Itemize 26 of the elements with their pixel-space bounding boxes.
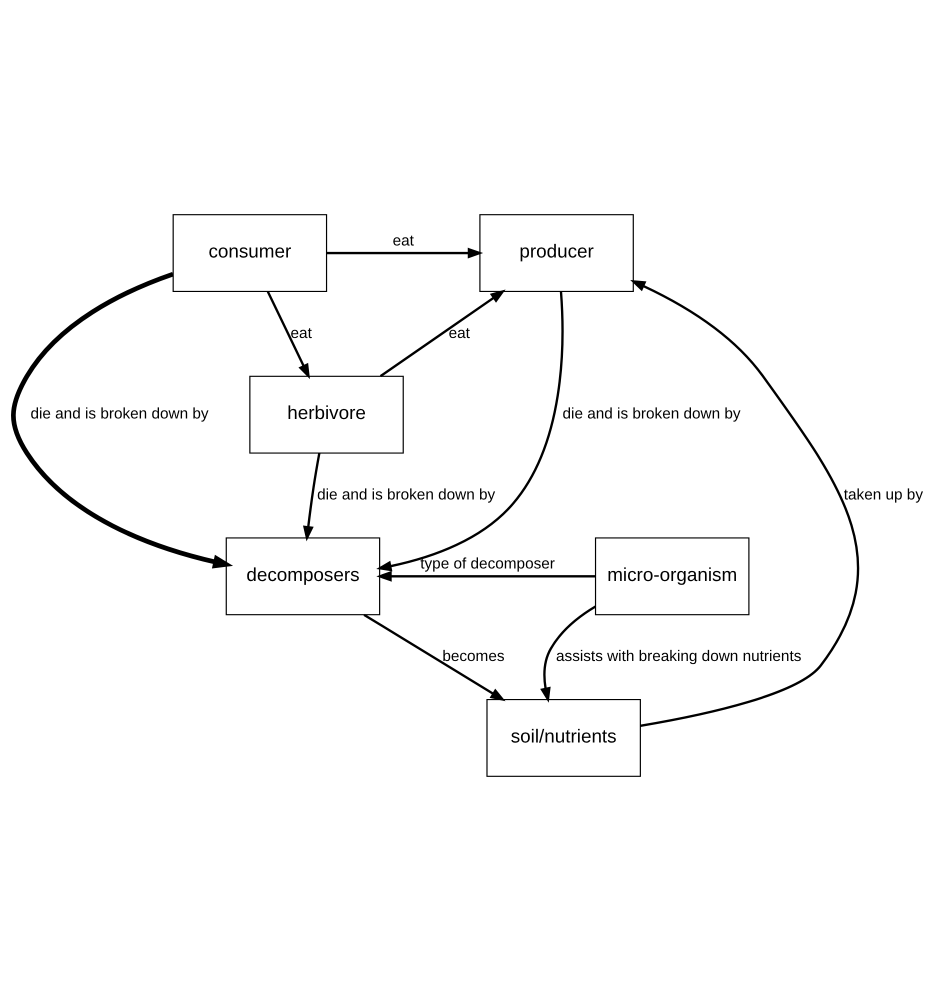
edge-label: eat — [290, 324, 312, 342]
edge-label: becomes — [442, 648, 505, 666]
edge-label: type of decomposer — [420, 556, 555, 573]
edge-label: die and is broken down by — [317, 486, 496, 504]
arrow — [326, 248, 484, 258]
edge-label: taken up by — [844, 486, 924, 504]
edge-label: die and is broken down by — [562, 406, 741, 423]
arrow — [266, 291, 310, 380]
node-box: producer — [479, 214, 634, 292]
arrow — [376, 292, 564, 572]
arrow — [303, 453, 320, 542]
arrow — [363, 614, 506, 702]
arrow — [540, 606, 596, 703]
node-box: consumer — [172, 214, 328, 292]
edge-label: eat — [392, 232, 414, 250]
arrow — [630, 280, 859, 727]
edge-label: assists with breaking down nutrients — [556, 648, 802, 666]
node-box: micro-organism — [594, 537, 750, 616]
node-box: soil/nutrients — [486, 699, 641, 777]
arrow — [380, 290, 506, 378]
edge-label: eat — [448, 324, 470, 342]
node-box: decomposers — [226, 537, 380, 616]
edge-label: die and is broken down by — [30, 406, 209, 423]
arrow — [376, 570, 596, 582]
arrow — [11, 272, 234, 568]
node-box: herbivore — [249, 376, 404, 454]
